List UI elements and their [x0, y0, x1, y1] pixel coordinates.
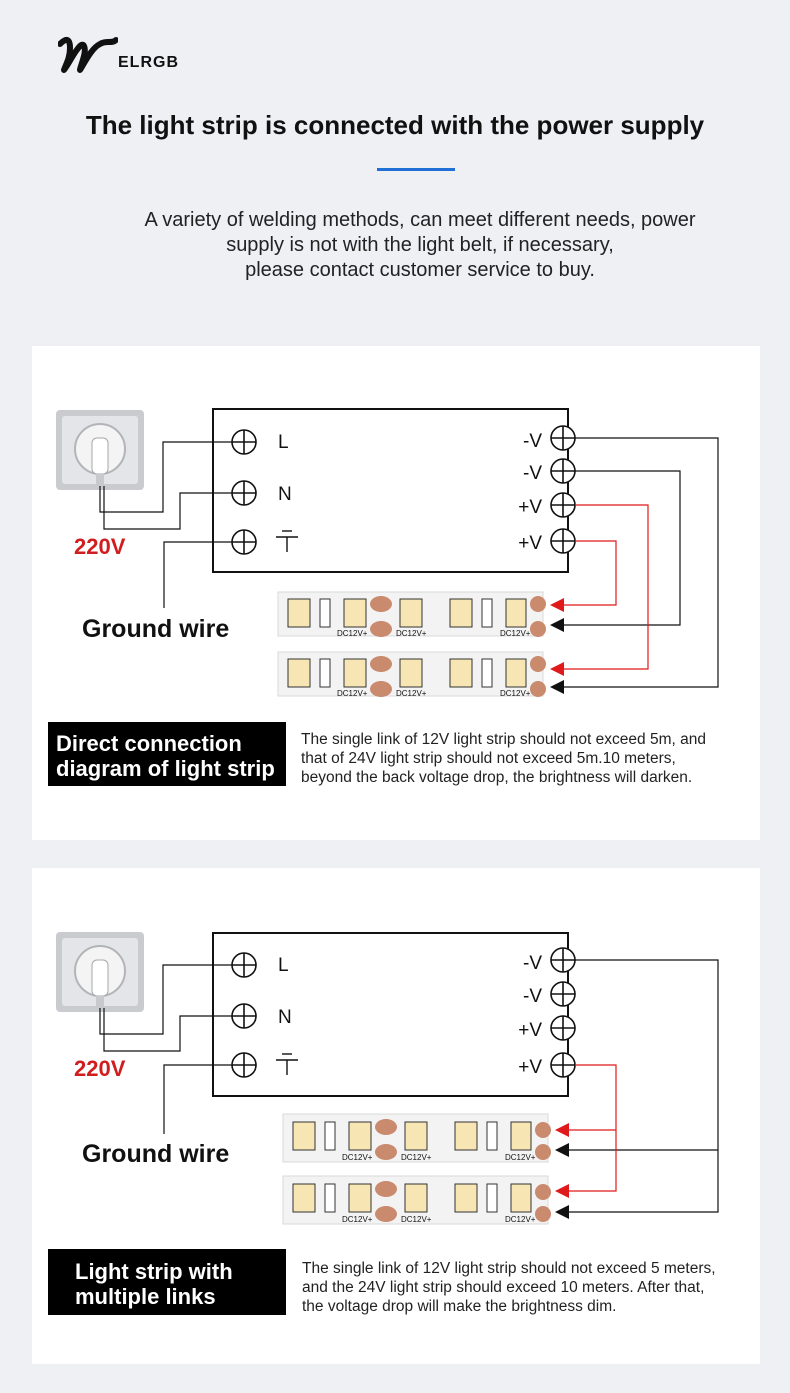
terminal-label: N — [278, 484, 292, 505]
strip-label: DC12V+ — [500, 689, 531, 698]
strip-label: DC12V+ — [401, 1215, 432, 1224]
arrow-icon — [555, 1123, 569, 1137]
terminal-pos-2: +V — [518, 528, 576, 554]
description-line: the voltage drop will make the brightnes… — [302, 1298, 617, 1315]
terminal-l: L — [231, 952, 289, 978]
strip-label: DC12V+ — [396, 629, 427, 638]
power-supply-box — [212, 932, 569, 1097]
terminal-pos-2: +V — [518, 1052, 576, 1078]
intro-line: A variety of welding methods, can meet d… — [144, 209, 696, 231]
brand-swoosh-icon — [57, 36, 119, 73]
diagram-description: The single link of 12V light strip shoul… — [301, 730, 706, 787]
strip-label: DC12V+ — [500, 629, 531, 638]
diagram-title: Direct connection diagram of light strip — [48, 722, 286, 786]
diagram-title-line: multiple links — [75, 1284, 216, 1309]
description-line: that of 24V light strip should not excee… — [301, 750, 676, 767]
title-accent-bar — [377, 168, 455, 171]
terminal-label: +V — [518, 1020, 542, 1041]
ground-wire-label: Ground wire — [82, 1140, 229, 1168]
voltage-label: 220V — [74, 534, 126, 559]
arrow-icon — [550, 662, 564, 676]
ground-symbol-icon — [276, 530, 298, 552]
arrow-icon — [550, 680, 564, 694]
strip-label: DC12V+ — [342, 1153, 373, 1162]
ground-symbol-icon — [276, 1053, 298, 1075]
wiring-diagram: L N -V -V +V — [56, 932, 719, 1225]
description-line: and the 24V light strip should exceed 10… — [302, 1279, 705, 1296]
terminal-label: +V — [518, 1057, 542, 1078]
terminal-label: +V — [518, 497, 542, 518]
diagram-title-line: Direct connection — [56, 731, 242, 756]
arrow-icon — [550, 618, 564, 632]
input-wires — [99, 964, 232, 1134]
led-strip: DC12V+ DC12V+ DC12V+ — [277, 651, 546, 698]
description-line: The single link of 12V light strip shoul… — [302, 1260, 716, 1277]
strip-label: DC12V+ — [505, 1153, 536, 1162]
led-strip: DC12V+ DC12V+ DC12V+ — [277, 591, 546, 638]
brand-logo: ELRGB — [57, 34, 188, 78]
terminal-label: -V — [523, 953, 542, 974]
arrow-icon — [555, 1184, 569, 1198]
terminal-label: L — [278, 955, 289, 976]
arrow-icon — [555, 1205, 569, 1219]
terminal-label: N — [278, 1007, 292, 1028]
terminal-label: -V — [523, 463, 542, 484]
terminal-l: L — [231, 429, 289, 455]
brand-name: ELRGB — [118, 54, 179, 71]
arrow-icon — [550, 598, 564, 612]
led-strip: DC12V+ DC12V+ DC12V+ — [282, 1113, 551, 1163]
terminal-neg-2: -V — [523, 458, 576, 484]
output-wires — [562, 437, 719, 688]
arrow-icon — [555, 1143, 569, 1157]
intro-text: A variety of welding methods, can meet d… — [60, 208, 780, 283]
input-wires — [99, 441, 232, 608]
led-strip: DC12V+ DC12V+ DC12V+ — [282, 1175, 551, 1225]
terminal-pos-1: +V — [518, 492, 576, 518]
ground-wire-label: Ground wire — [82, 615, 229, 643]
terminal-label: L — [278, 432, 289, 453]
direct-connection-panel: L N -V -V +V — [32, 346, 760, 840]
intro-line: supply is not with the light belt, if ne… — [226, 234, 614, 256]
strip-label: DC12V+ — [337, 689, 368, 698]
terminal-neg-2: -V — [523, 981, 576, 1007]
description-line: beyond the back voltage drop, the bright… — [301, 769, 693, 786]
terminal-pos-1: +V — [518, 1015, 576, 1041]
wall-socket-icon — [56, 932, 144, 1012]
voltage-label: 220V — [74, 1056, 126, 1081]
output-wires — [567, 959, 719, 1213]
multiple-links-panel: L N -V -V +V — [32, 868, 760, 1364]
strip-label: DC12V+ — [396, 689, 427, 698]
terminal-label: -V — [523, 431, 542, 452]
diagram-title-line: diagram of light strip — [56, 756, 275, 781]
page-title: The light strip is connected with the po… — [85, 110, 705, 140]
description-line: The single link of 12V light strip shoul… — [301, 731, 706, 748]
diagram-title-line: Light strip with — [75, 1259, 233, 1284]
wall-socket-icon — [56, 410, 144, 490]
terminal-label: +V — [518, 533, 542, 554]
diagram-description: The single link of 12V light strip shoul… — [302, 1259, 716, 1316]
diagram-title: Light strip with multiple links — [48, 1249, 286, 1315]
power-supply-box — [212, 408, 569, 573]
terminal-label: -V — [523, 986, 542, 1007]
strip-label: DC12V+ — [401, 1153, 432, 1162]
wiring-diagram: L N -V -V +V — [56, 408, 719, 698]
intro-line: please contact customer service to buy. — [245, 259, 595, 281]
terminal-n: N — [231, 1003, 292, 1029]
strip-label: DC12V+ — [505, 1215, 536, 1224]
strip-label: DC12V+ — [342, 1215, 373, 1224]
strip-label: DC12V+ — [337, 629, 368, 638]
